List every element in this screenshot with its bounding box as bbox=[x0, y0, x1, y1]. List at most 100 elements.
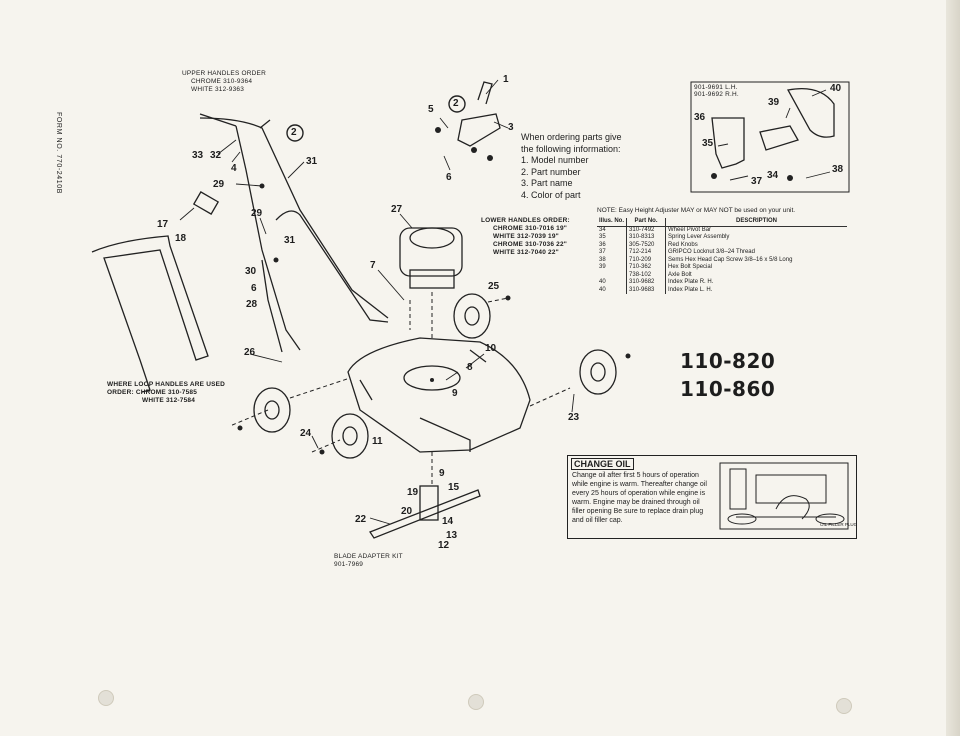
callout-9: 9 bbox=[452, 388, 458, 399]
illus-no: 34 bbox=[599, 226, 606, 233]
callout-14: 14 bbox=[442, 516, 454, 527]
change-oil-box: CHANGE OIL Change oil after first 5 hour… bbox=[567, 455, 857, 539]
callout-28: 28 bbox=[246, 299, 258, 310]
callout-29: 29 bbox=[213, 179, 225, 190]
blade-kit-title: BLADE ADAPTER KIT bbox=[334, 553, 403, 560]
spring-lever bbox=[457, 113, 501, 147]
description: Sems Hex Head Cap Screw 3/8–16 x 5/8 Lon… bbox=[665, 256, 847, 264]
description: Red Knobs bbox=[665, 241, 847, 249]
blade bbox=[369, 489, 481, 539]
callout-31: 31 bbox=[306, 156, 318, 167]
lower-handles-title: LOWER HANDLES ORDER: bbox=[481, 217, 570, 224]
lower-handles-line: CHROME 310-7036 22" bbox=[493, 241, 568, 248]
callout-8: 8 bbox=[467, 362, 473, 373]
wheel bbox=[331, 413, 369, 459]
callout-34: 34 bbox=[767, 170, 779, 181]
callout-32: 32 bbox=[210, 150, 222, 161]
illus-no: 37 bbox=[599, 249, 606, 255]
wheel bbox=[453, 293, 491, 339]
part-no: 305-7520 bbox=[626, 241, 666, 249]
illus-no: 40 bbox=[599, 279, 606, 285]
callout-22: 22 bbox=[355, 514, 367, 525]
punch-hole bbox=[98, 690, 114, 706]
callout-27: 27 bbox=[391, 204, 403, 215]
callout-11: 11 bbox=[372, 436, 383, 447]
part-no: 310-8313 bbox=[626, 234, 666, 242]
callout-10: 10 bbox=[485, 343, 497, 354]
callout-35: 35 bbox=[702, 138, 714, 149]
ordering-info: When ordering parts give the following i… bbox=[521, 132, 622, 201]
wheel-pivot-bar bbox=[711, 117, 745, 169]
callout-5: 5 bbox=[428, 104, 434, 115]
part-no: 310-7492 bbox=[626, 226, 666, 234]
lower-handles-line: WHITE 312-7039 19" bbox=[493, 233, 559, 240]
callout-31b: 31 bbox=[284, 235, 296, 246]
callout-39: 39 bbox=[768, 97, 780, 108]
upper-handle-right bbox=[199, 117, 389, 319]
ordering-item: 3. Part name bbox=[521, 178, 573, 188]
illus-no: 40 bbox=[599, 286, 606, 293]
upper-handle-left bbox=[235, 125, 301, 351]
part-no: 738-102 bbox=[626, 271, 666, 279]
callout-12: 12 bbox=[438, 540, 450, 551]
description: Hex Bolt Special bbox=[665, 264, 847, 272]
description: Index Plate R. H. bbox=[665, 279, 847, 287]
callout-13: 13 bbox=[446, 530, 458, 541]
wheel bbox=[253, 387, 291, 433]
callout-26: 26 bbox=[244, 347, 256, 358]
callout-6b: 6 bbox=[251, 283, 257, 294]
upper-handles-white: WHITE 312-9363 bbox=[191, 86, 245, 93]
loop-handles-line: ORDER: CHROME 310-7585 bbox=[107, 389, 198, 396]
loop-handle bbox=[91, 235, 209, 393]
callout-7: 7 bbox=[370, 260, 376, 271]
mower-deck bbox=[347, 337, 531, 453]
callout-3: 3 bbox=[508, 122, 514, 133]
callout-24: 24 bbox=[300, 428, 312, 439]
description: Wheel Pivot Bar bbox=[665, 226, 847, 234]
callout-17: 17 bbox=[157, 219, 169, 230]
callout-2: 2 bbox=[453, 98, 459, 109]
loop-handles-line: WHERE LOOP HANDLES ARE USED bbox=[107, 381, 226, 388]
page-edge bbox=[946, 0, 960, 736]
callout-38: 38 bbox=[832, 164, 844, 175]
description: Spring Lever Assembly bbox=[665, 234, 847, 242]
callout-36: 36 bbox=[694, 112, 706, 123]
change-oil-text: Change oil after first 5 hours of operat… bbox=[572, 472, 707, 524]
illus-no: 39 bbox=[599, 264, 606, 270]
lower-handles-line: WHITE 312-7040 22" bbox=[493, 249, 559, 256]
callout-6: 6 bbox=[446, 172, 452, 183]
callout-23: 23 bbox=[568, 412, 580, 423]
blade-kit-part: 901-7969 bbox=[334, 561, 364, 568]
callout-2b: 2 bbox=[291, 127, 297, 138]
adjuster-part-rh: 901-9692 R.H. bbox=[694, 91, 739, 98]
callout-1: 1 bbox=[503, 74, 509, 85]
part-no: 310-9683 bbox=[626, 286, 666, 294]
change-oil-title: CHANGE OIL bbox=[571, 458, 634, 470]
illus-no: 35 bbox=[599, 234, 606, 240]
description: Index Plate L. H. bbox=[665, 286, 847, 294]
oil-filler-caption: OIL FILLER PLUG bbox=[820, 522, 858, 527]
callout-29b: 29 bbox=[251, 208, 263, 219]
part-no: 710-362 bbox=[626, 264, 666, 272]
index-plate bbox=[786, 87, 835, 138]
part-no: 712-214 bbox=[626, 249, 666, 257]
model-number: 110-820 bbox=[680, 349, 776, 373]
ordering-intro: When ordering parts give bbox=[521, 132, 622, 142]
ordering-intro: the following information: bbox=[521, 143, 621, 154]
callout-37: 37 bbox=[751, 176, 763, 187]
callout-18: 18 bbox=[175, 233, 187, 244]
callout-33: 33 bbox=[192, 150, 204, 161]
illus-no bbox=[597, 272, 627, 280]
part-no: 710-209 bbox=[626, 256, 666, 264]
adjuster-part-lh: 901-9691 L.H. bbox=[694, 84, 738, 91]
illus-no: 36 bbox=[599, 241, 606, 248]
callout-20: 20 bbox=[401, 506, 413, 517]
col-description: DESCRIPTION bbox=[665, 218, 847, 227]
callout-25: 25 bbox=[488, 281, 500, 292]
